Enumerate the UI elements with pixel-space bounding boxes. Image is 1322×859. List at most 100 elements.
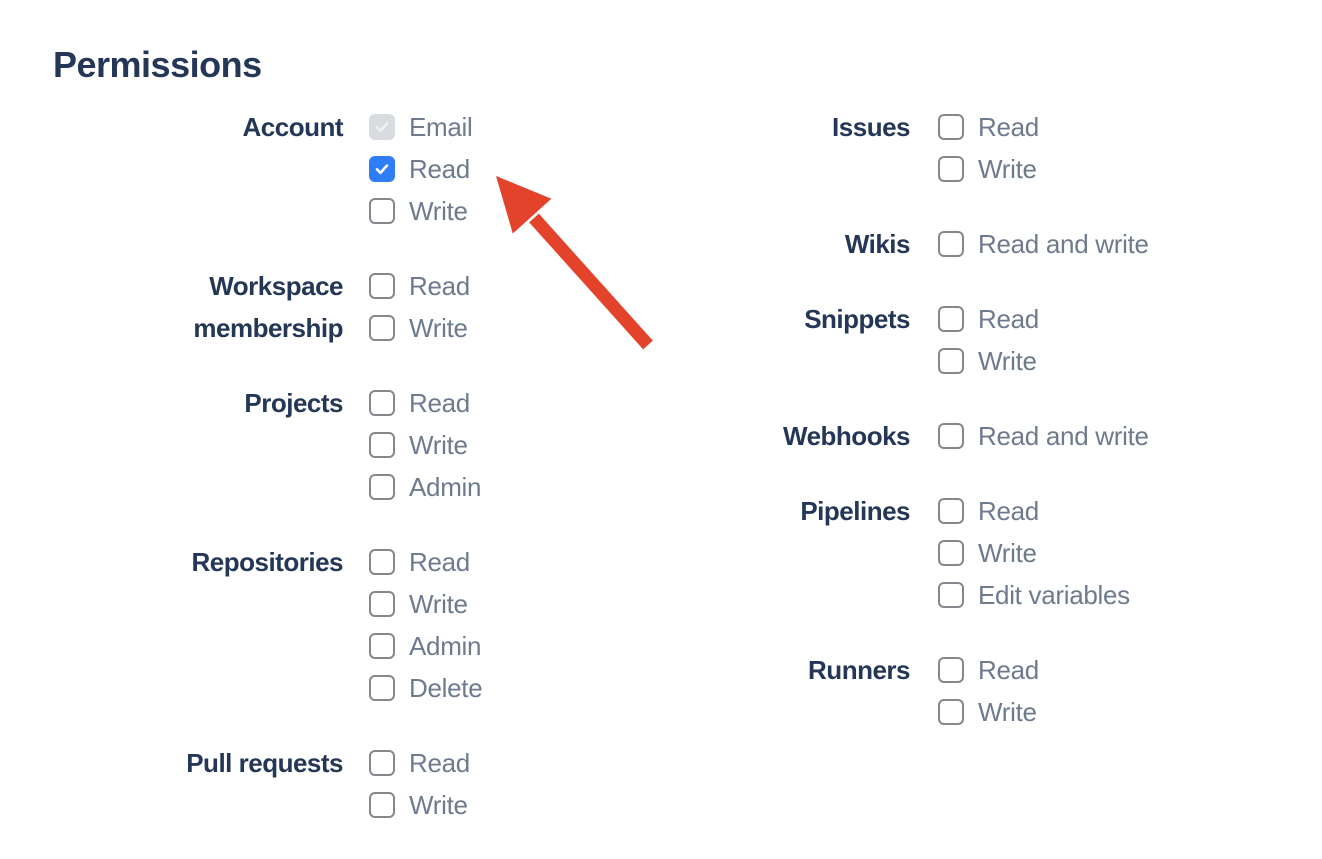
option-row-issues-read[interactable]: Read bbox=[938, 106, 1039, 148]
group-label-projects: Projects bbox=[244, 388, 343, 418]
option-label-issues-write[interactable]: Write bbox=[978, 154, 1037, 184]
option-label-pipelines-write[interactable]: Write bbox=[978, 538, 1037, 568]
option-row-repositories-admin[interactable]: Admin bbox=[369, 625, 482, 667]
option-label-projects-write[interactable]: Write bbox=[409, 430, 468, 460]
option-label-repositories-delete[interactable]: Delete bbox=[409, 673, 483, 703]
option-label-repositories-admin[interactable]: Admin bbox=[409, 631, 482, 661]
option-label-account-read[interactable]: Read bbox=[409, 154, 470, 184]
group-label-snippets: Snippets bbox=[804, 304, 910, 334]
group-options-wikis: Read and write bbox=[938, 223, 1149, 265]
checkbox-pipelines-edit-variables[interactable] bbox=[938, 582, 964, 608]
option-row-runners-read[interactable]: Read bbox=[938, 649, 1039, 691]
option-row-wikis-read-and-write[interactable]: Read and write bbox=[938, 223, 1149, 265]
option-label-runners-write[interactable]: Write bbox=[978, 697, 1037, 727]
option-row-repositories-read[interactable]: Read bbox=[369, 541, 482, 583]
checkbox-projects-write[interactable] bbox=[369, 432, 395, 458]
option-label-snippets-write[interactable]: Write bbox=[978, 346, 1037, 376]
option-row-account-write[interactable]: Write bbox=[369, 190, 473, 232]
checkbox-account-write[interactable] bbox=[369, 198, 395, 224]
option-row-pipelines-edit-variables[interactable]: Edit variables bbox=[938, 574, 1130, 616]
option-label-projects-admin[interactable]: Admin bbox=[409, 472, 482, 502]
checkbox-workspace-membership-write[interactable] bbox=[369, 315, 395, 341]
group-label-pull-requests: Pull requests bbox=[186, 748, 343, 778]
checkbox-snippets-read[interactable] bbox=[938, 306, 964, 332]
option-label-wikis-read-and-write[interactable]: Read and write bbox=[978, 229, 1149, 259]
checkbox-projects-admin[interactable] bbox=[369, 474, 395, 500]
option-row-account-email: Email bbox=[369, 106, 473, 148]
option-label-pull-requests-read[interactable]: Read bbox=[409, 748, 470, 778]
option-row-snippets-write[interactable]: Write bbox=[938, 340, 1039, 382]
checkbox-issues-write[interactable] bbox=[938, 156, 964, 182]
checkmark-icon bbox=[375, 122, 389, 133]
option-row-repositories-delete[interactable]: Delete bbox=[369, 667, 483, 709]
option-row-repositories-write[interactable]: Write bbox=[369, 583, 482, 625]
checkbox-snippets-write[interactable] bbox=[938, 348, 964, 374]
option-label-repositories-read[interactable]: Read bbox=[409, 547, 470, 577]
option-row-issues-write[interactable]: Write bbox=[938, 148, 1039, 190]
option-row-workspace-membership-write[interactable]: Write bbox=[369, 307, 470, 349]
checkbox-wikis-read-and-write[interactable] bbox=[938, 231, 964, 257]
option-label-webhooks-read-and-write[interactable]: Read and write bbox=[978, 421, 1149, 451]
option-row-pipelines-read[interactable]: Read bbox=[938, 490, 1130, 532]
option-row-projects-read[interactable]: Read bbox=[369, 382, 481, 424]
option-label-repositories-write[interactable]: Write bbox=[409, 589, 468, 619]
group-label-pipelines: Pipelines bbox=[800, 496, 910, 526]
option-row-pull-requests-read[interactable]: Read bbox=[369, 742, 470, 784]
checkbox-pipelines-read[interactable] bbox=[938, 498, 964, 524]
checkbox-repositories-read[interactable] bbox=[369, 549, 395, 575]
group-label-workspace-membership: Workspace membership bbox=[193, 271, 343, 343]
checkbox-runners-read[interactable] bbox=[938, 657, 964, 683]
checkbox-runners-write[interactable] bbox=[938, 699, 964, 725]
checkbox-pull-requests-write[interactable] bbox=[369, 792, 395, 818]
option-label-pipelines-edit-variables[interactable]: Edit variables bbox=[978, 580, 1130, 610]
checkbox-webhooks-read-and-write[interactable] bbox=[938, 423, 964, 449]
group-label-issues: Issues bbox=[832, 112, 910, 142]
option-label-pipelines-read[interactable]: Read bbox=[978, 496, 1039, 526]
checkbox-repositories-delete[interactable] bbox=[369, 675, 395, 701]
option-row-webhooks-read-and-write[interactable]: Read and write bbox=[938, 415, 1149, 457]
option-row-workspace-membership-read[interactable]: Read bbox=[369, 265, 470, 307]
option-row-projects-write[interactable]: Write bbox=[369, 424, 481, 466]
permissions-heading: Permissions bbox=[53, 44, 262, 85]
option-label-pull-requests-write[interactable]: Write bbox=[409, 790, 468, 820]
option-row-pipelines-write[interactable]: Write bbox=[938, 532, 1130, 574]
checkbox-account-read[interactable] bbox=[369, 156, 395, 182]
checkbox-repositories-write[interactable] bbox=[369, 591, 395, 617]
group-label-runners: Runners bbox=[808, 655, 910, 685]
group-label-repositories: Repositories bbox=[191, 547, 344, 577]
option-label-workspace-membership-write[interactable]: Write bbox=[409, 313, 468, 343]
option-row-account-read[interactable]: Read bbox=[369, 148, 473, 190]
annotation-arrow-head bbox=[496, 176, 552, 234]
option-label-snippets-read[interactable]: Read bbox=[978, 304, 1039, 334]
checkbox-projects-read[interactable] bbox=[369, 390, 395, 416]
checkbox-issues-read[interactable] bbox=[938, 114, 964, 140]
option-row-runners-write[interactable]: Write bbox=[938, 691, 1039, 733]
option-row-snippets-read[interactable]: Read bbox=[938, 298, 1039, 340]
checkbox-repositories-admin[interactable] bbox=[369, 633, 395, 659]
group-options-webhooks: Read and write bbox=[938, 415, 1149, 457]
option-label-account-write[interactable]: Write bbox=[409, 196, 468, 226]
option-label-issues-read[interactable]: Read bbox=[978, 112, 1039, 142]
checkbox-pull-requests-read[interactable] bbox=[369, 750, 395, 776]
option-row-pull-requests-write[interactable]: Write bbox=[369, 784, 470, 826]
checkmark-icon bbox=[375, 164, 389, 175]
checkbox-workspace-membership-read[interactable] bbox=[369, 273, 395, 299]
option-label-runners-read[interactable]: Read bbox=[978, 655, 1039, 685]
option-label-projects-read[interactable]: Read bbox=[409, 388, 470, 418]
checkbox-pipelines-write[interactable] bbox=[938, 540, 964, 566]
option-row-projects-admin[interactable]: Admin bbox=[369, 466, 482, 508]
option-label-workspace-membership-read[interactable]: Read bbox=[409, 271, 470, 301]
